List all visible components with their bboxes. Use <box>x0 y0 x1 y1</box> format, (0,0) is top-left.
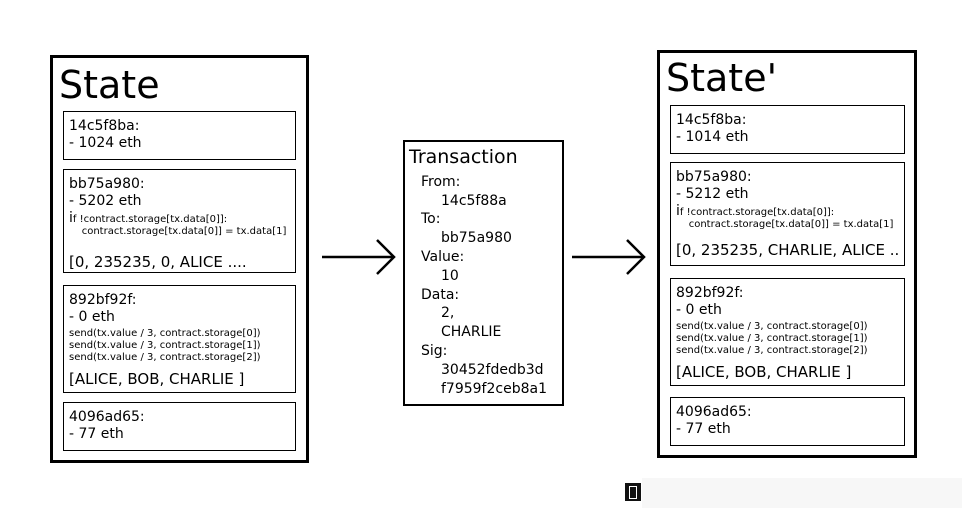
tx-data-value-1: 2, <box>441 305 455 321</box>
transaction-title: Transaction <box>409 146 518 168</box>
contract-code: if !contract.storage[tx.data[0]]: contra… <box>676 203 894 230</box>
account-address: 14c5f8ba: <box>676 112 747 128</box>
account-address: 14c5f8ba: <box>69 118 140 134</box>
tx-from-label: From: <box>421 174 461 190</box>
account-address: 892bf92f: <box>676 285 744 301</box>
state-account-bb75a980: bb75a980: - 5202 eth if !contract.storag… <box>63 169 296 273</box>
tx-sig-value-1: 30452fdedb3d <box>441 362 544 378</box>
transaction-box: Transaction From: 14c5f88a To: bb75a980 … <box>403 140 564 406</box>
contract-storage: [ALICE, BOB, CHARLIE ] <box>69 370 245 388</box>
account-balance: - 5212 eth <box>676 186 749 202</box>
state-prime-account-4096ad65: 4096ad65: - 77 eth <box>670 397 905 446</box>
state-title: State <box>59 63 160 107</box>
artifact-glyph-icon <box>625 483 641 501</box>
tx-value-value: 10 <box>441 268 459 284</box>
account-balance: - 0 eth <box>676 302 722 318</box>
state-account-4096ad65: 4096ad65: - 77 eth <box>63 402 296 451</box>
tx-from-value: 14c5f88a <box>441 193 507 209</box>
account-address: 892bf92f: <box>69 292 137 308</box>
tx-data-value-2: CHARLIE <box>441 324 502 340</box>
account-address: 4096ad65: <box>676 404 752 420</box>
state-prime-account-892bf92f: 892bf92f: - 0 eth send(tx.value / 3, con… <box>670 278 905 386</box>
contract-code: send(tx.value / 3, contract.storage[0]) … <box>69 328 261 363</box>
tx-data-label: Data: <box>421 287 460 303</box>
account-balance: - 1014 eth <box>676 129 749 145</box>
tx-to-value: bb75a980 <box>441 230 512 246</box>
contract-code: send(tx.value / 3, contract.storage[0]) … <box>676 321 868 356</box>
contract-code: if !contract.storage[tx.data[0]]: contra… <box>69 210 287 237</box>
bottom-fade <box>642 478 962 508</box>
state-account-14c5f8ba: 14c5f8ba: - 1024 eth <box>63 111 296 160</box>
state-panel: State 14c5f8ba: - 1024 eth bb75a980: - 5… <box>50 55 309 463</box>
state-prime-account-bb75a980: bb75a980: - 5212 eth if !contract.storag… <box>670 162 905 266</box>
state-account-892bf92f: 892bf92f: - 0 eth send(tx.value / 3, con… <box>63 285 296 393</box>
account-address: 4096ad65: <box>69 409 145 425</box>
account-balance: - 77 eth <box>676 421 731 437</box>
arrow-right-icon <box>322 239 396 275</box>
state-prime-account-14c5f8ba: 14c5f8ba: - 1014 eth <box>670 105 905 154</box>
contract-storage: [ALICE, BOB, CHARLIE ] <box>676 363 852 381</box>
account-address: bb75a980: <box>69 176 145 192</box>
arrow-right-icon <box>572 239 646 275</box>
contract-storage: [0, 235235, 0, ALICE .... <box>69 253 247 271</box>
state-prime-title: State' <box>666 56 778 100</box>
account-balance: - 1024 eth <box>69 135 142 151</box>
tx-sig-value-2: f7959f2ceb8a1 <box>441 381 547 397</box>
account-address: bb75a980: <box>676 169 752 185</box>
tx-to-label: To: <box>421 211 441 227</box>
account-balance: - 0 eth <box>69 309 115 325</box>
tx-value-label: Value: <box>421 249 465 265</box>
account-balance: - 5202 eth <box>69 193 142 209</box>
account-balance: - 77 eth <box>69 426 124 442</box>
contract-storage: [0, 235235, CHARLIE, ALICE .. <box>676 241 900 259</box>
tx-sig-label: Sig: <box>421 343 448 359</box>
state-prime-panel: State' 14c5f8ba: - 1014 eth bb75a980: - … <box>657 50 917 458</box>
